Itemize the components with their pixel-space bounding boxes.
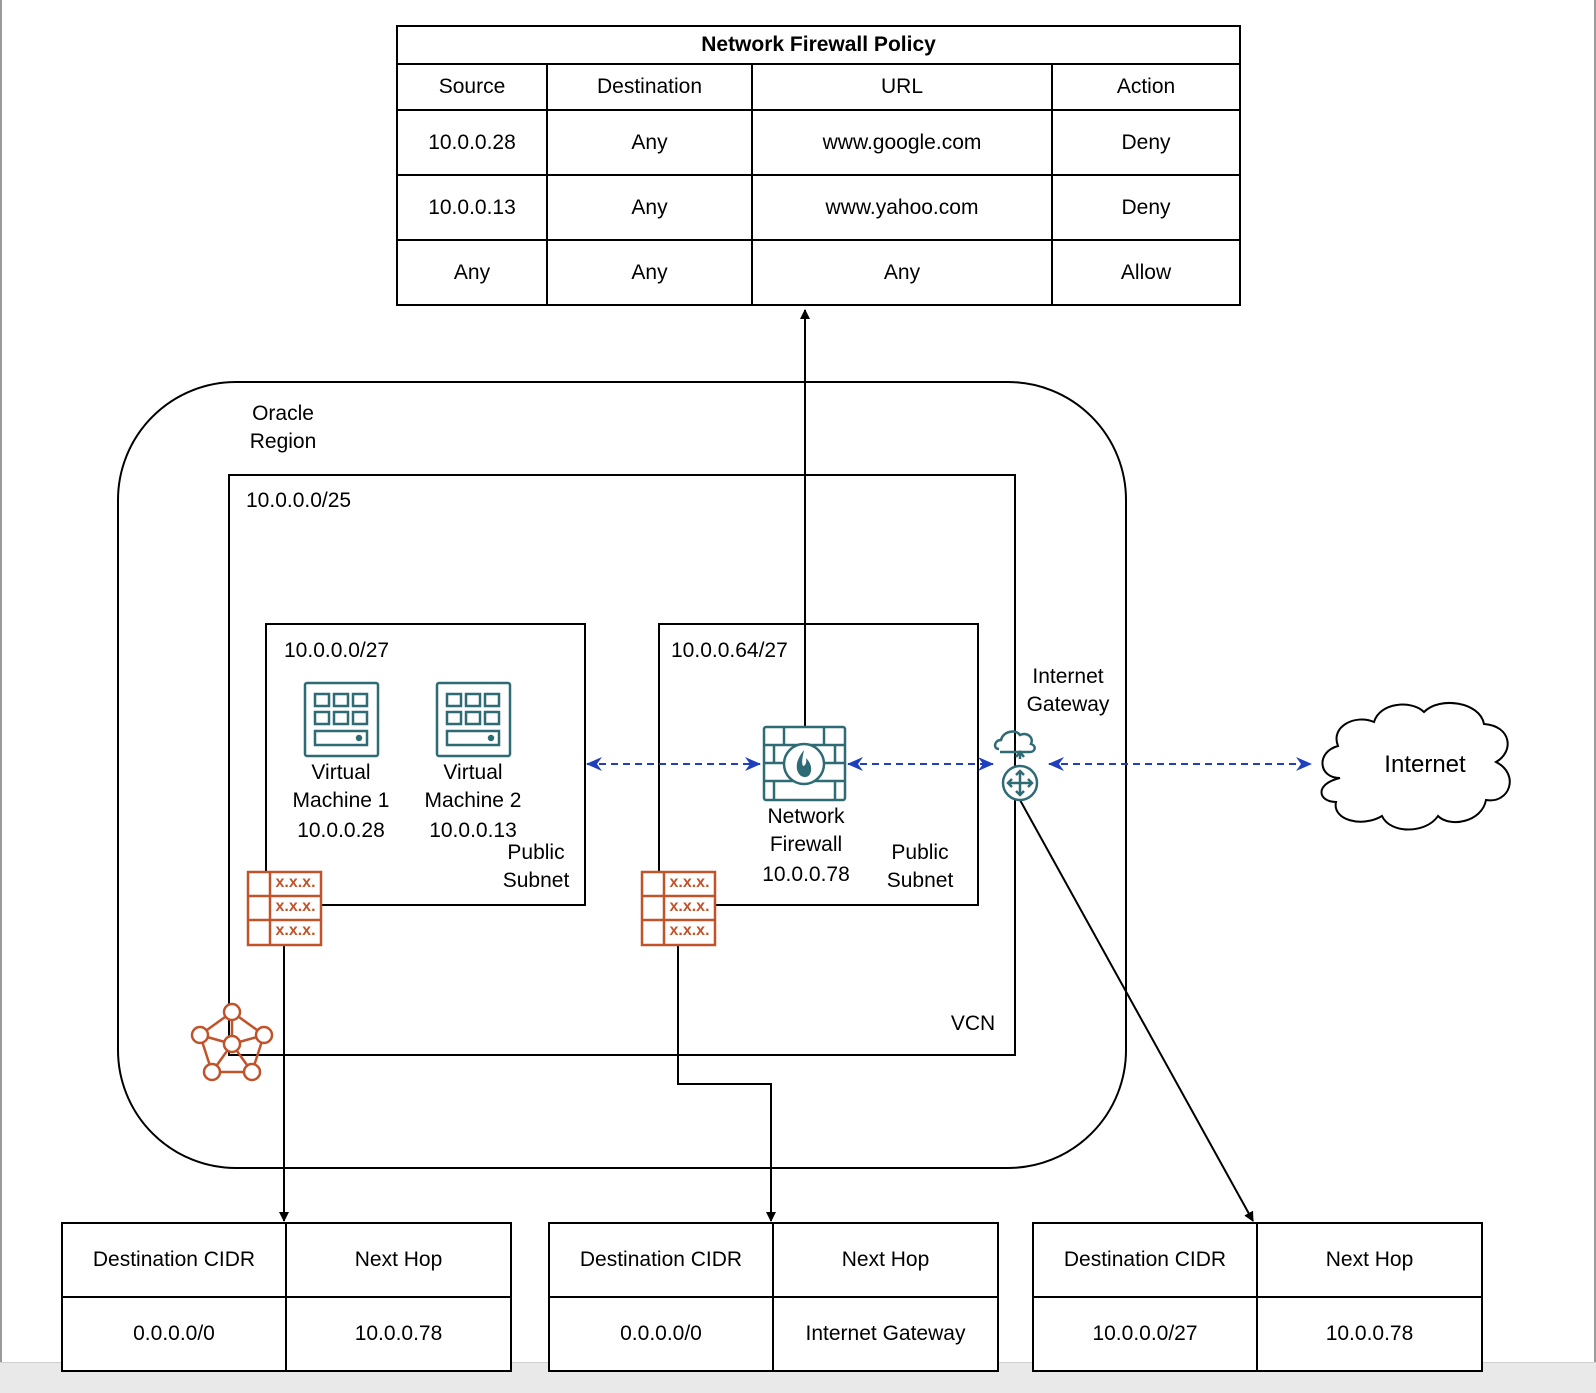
vm1-label-line1: Virtual: [311, 761, 371, 784]
subnet-left-cidr-label: 10.0.0.0/27: [284, 639, 390, 662]
route-table-left-entry-1: x.x.x.: [275, 874, 316, 891]
vcn-cidr-label: 10.0.0.0/25: [246, 489, 352, 512]
subnet-right-type-line1: Public: [891, 841, 949, 864]
policy-cell: Any: [396, 239, 548, 306]
route-table-left-entry-2: x.x.x.: [275, 898, 316, 915]
firewall-label-line2: Firewall: [769, 833, 843, 856]
firewall-label-line1: Network: [767, 805, 845, 828]
route-table-header-destination: Destination CIDR: [548, 1222, 774, 1298]
table-row: 0.0.0.0/0 10.0.0.78: [61, 1296, 512, 1372]
policy-cell: 10.0.0.28: [396, 109, 548, 176]
internet-gateway-label-line1: Internet: [1032, 665, 1104, 688]
window-frame-left: [0, 0, 2, 1392]
gateway-route-table-connector: [1019, 799, 1254, 1222]
table-row: 10.0.0.0/27 10.0.0.78: [1032, 1296, 1483, 1372]
policy-table-title: Network Firewall Policy: [395, 25, 1242, 65]
virtual-machine-1-icon: [303, 681, 380, 758]
vm2-label-line2: Machine 2: [424, 789, 522, 812]
route-table-header-destination: Destination CIDR: [61, 1222, 287, 1298]
route-table-subnet-right: Destination CIDR Next Hop 0.0.0.0/0 Inte…: [548, 1222, 999, 1372]
route-table-header-next-hop: Next Hop: [285, 1222, 512, 1298]
internet-cloud-shape: [1320, 701, 1511, 831]
network-firewall-icon: [762, 725, 847, 802]
policy-header-url: URL: [751, 63, 1053, 111]
policy-cell: www.google.com: [751, 109, 1053, 176]
oracle-region-label-line2: Region: [249, 430, 317, 453]
route-table-cell: 0.0.0.0/0: [61, 1296, 287, 1372]
route-table-cell: 10.0.0.78: [1256, 1296, 1483, 1372]
route-table-cell: 10.0.0.78: [285, 1296, 512, 1372]
route-table-right-icon: [640, 870, 717, 947]
oracle-region-label-line1: Oracle: [252, 402, 314, 425]
vcn-label: VCN: [950, 1012, 996, 1035]
policy-header-destination: Destination: [546, 63, 753, 111]
policy-table-row: 10.0.0.28 Any www.google.com Deny: [396, 109, 1242, 176]
route-table-cell: 10.0.0.0/27: [1032, 1296, 1258, 1372]
right-route-table-connector: [677, 944, 776, 1222]
policy-cell: Deny: [1050, 109, 1242, 176]
policy-cell: 10.0.0.13: [396, 174, 548, 241]
route-table-right-entry-3: x.x.x.: [669, 922, 710, 939]
policy-header-source: Source: [396, 63, 548, 111]
subnet-right-type-line2: Subnet: [886, 869, 954, 892]
route-table-left-icon: [246, 870, 323, 947]
route-table-header-destination: Destination CIDR: [1032, 1222, 1258, 1298]
vm2-label-line1: Virtual: [443, 761, 503, 784]
route-table-left-entry-3: x.x.x.: [275, 922, 316, 939]
table-row: 0.0.0.0/0 Internet Gateway: [548, 1296, 999, 1372]
vm1-label-line2: Machine 1: [292, 789, 390, 812]
subnet-left-type-line1: Public: [507, 841, 565, 864]
route-table-internet-gateway: Destination CIDR Next Hop 10.0.0.0/27 10…: [1032, 1222, 1483, 1372]
policy-cell: www.yahoo.com: [751, 174, 1053, 241]
subnet-left-type-line2: Subnet: [502, 869, 570, 892]
firewall-ip-label: 10.0.0.78: [762, 863, 850, 886]
route-table-header-next-hop: Next Hop: [1256, 1222, 1483, 1298]
internet-gateway-label-line2: Gateway: [1026, 693, 1110, 716]
vm2-ip-label: 10.0.0.13: [429, 819, 517, 842]
route-table-header-next-hop: Next Hop: [772, 1222, 999, 1298]
policy-cell: Deny: [1050, 174, 1242, 241]
internet-gateway-icon: [993, 730, 1039, 802]
policy-cell: Allow: [1050, 239, 1242, 306]
network-firewall-policy-table: Network Firewall Policy Source Destinati…: [395, 25, 1242, 306]
policy-table-row: 10.0.0.13 Any www.yahoo.com Deny: [396, 174, 1242, 241]
policy-table-row: Any Any Any Allow: [396, 239, 1242, 306]
route-table-cell: 0.0.0.0/0: [548, 1296, 774, 1372]
policy-cell: Any: [546, 109, 753, 176]
vm1-ip-label: 10.0.0.28: [297, 819, 385, 842]
route-table-right-entry-1: x.x.x.: [669, 874, 710, 891]
policy-header-action: Action: [1050, 63, 1242, 111]
subnet-left-container: [265, 623, 586, 906]
policy-cell: Any: [546, 239, 753, 306]
window-frame-right: [1594, 0, 1596, 1392]
route-table-right-entry-2: x.x.x.: [669, 898, 710, 915]
virtual-machine-2-icon: [435, 681, 512, 758]
oracle-region-container: [117, 381, 1127, 1169]
route-table-subnet-left: Destination CIDR Next Hop 0.0.0.0/0 10.0…: [61, 1222, 512, 1372]
route-table-cell: Internet Gateway: [772, 1296, 999, 1372]
policy-cell: Any: [751, 239, 1053, 306]
subnet-right-cidr-label: 10.0.0.64/27: [671, 639, 788, 662]
policy-cell: Any: [546, 174, 753, 241]
internet-label: Internet: [1384, 751, 1466, 778]
vcn-network-icon: [190, 1002, 274, 1082]
